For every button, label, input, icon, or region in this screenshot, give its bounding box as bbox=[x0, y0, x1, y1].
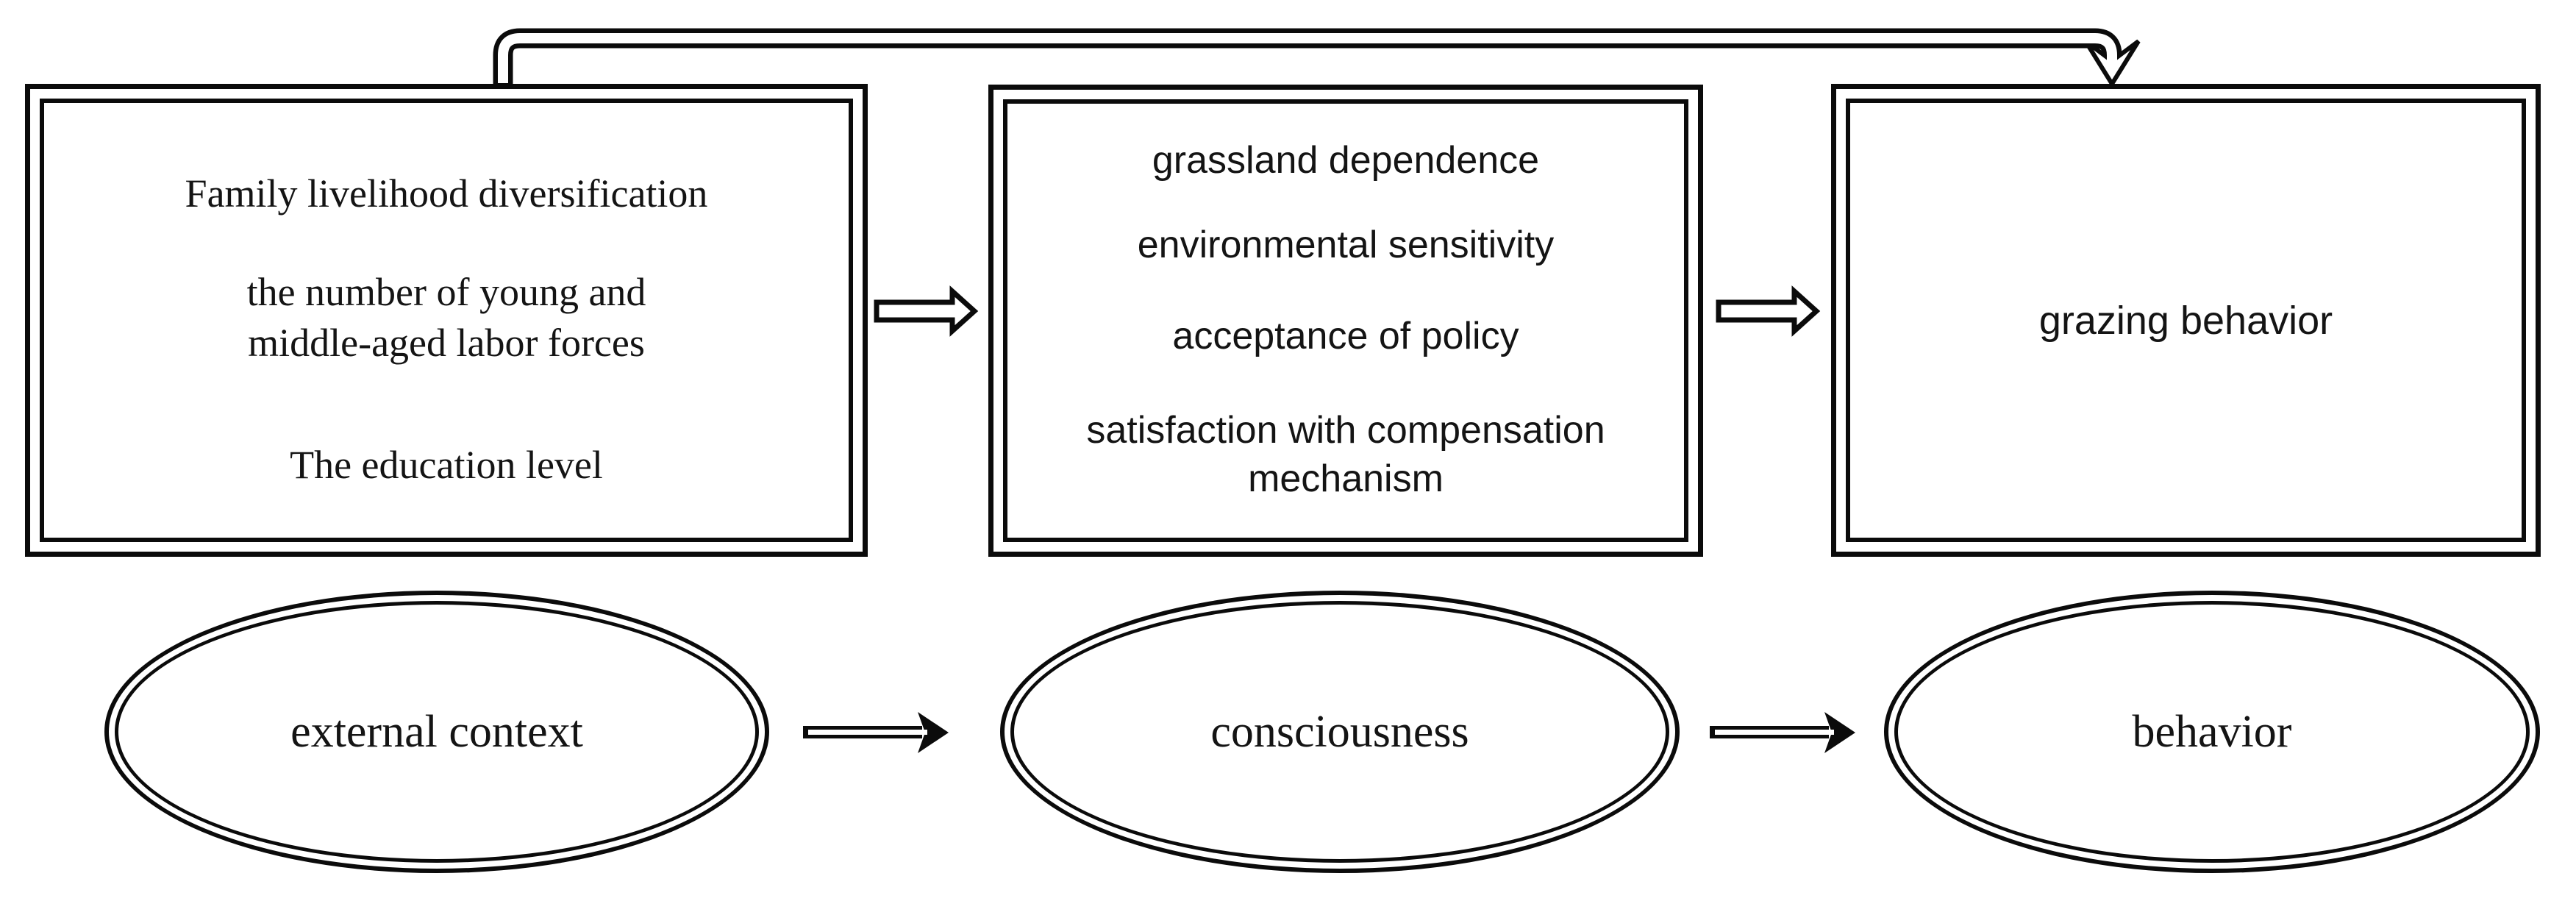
consciousness-ellipse: consciousness bbox=[1000, 591, 1680, 873]
box-text-education-level: The education level bbox=[290, 443, 603, 487]
behavior-ellipse: behavior bbox=[1884, 591, 2540, 873]
box-text-acceptance-of-policy: acceptance of policy bbox=[1172, 315, 1519, 357]
ellipse-label-behavior: behavior bbox=[2132, 706, 2292, 757]
box-text-labor-forces-line1: the number of young and bbox=[246, 270, 646, 314]
external-context-factors-box-inner-border bbox=[40, 99, 853, 542]
consciousness-factors-box: grassland dependence environmental sensi… bbox=[988, 85, 1703, 557]
external-context-ellipse-inner-border: external context bbox=[115, 601, 759, 863]
feedback-bent-arrow-icon bbox=[493, 28, 2141, 89]
box-text-family-livelihood-diversification: Family livelihood diversification bbox=[185, 171, 708, 216]
box-text-grazing-behavior: grazing behavior bbox=[2038, 298, 2333, 343]
box-text-satisfaction-line1: satisfaction with compensation bbox=[1086, 409, 1605, 452]
grazing-behavior-box: grazing behavior bbox=[1831, 84, 2541, 557]
consciousness-ellipse-inner-border: consciousness bbox=[1010, 601, 1669, 863]
box-text-grassland-dependence: grassland dependence bbox=[1152, 139, 1540, 182]
ellipse-label-consciousness: consciousness bbox=[1210, 706, 1469, 757]
box-text-satisfaction-compensation: satisfaction with compensation mechanism bbox=[993, 406, 1698, 503]
ellipse-label-external-context: external context bbox=[290, 706, 583, 757]
external-context-to-consciousness-arrow-icon bbox=[803, 712, 949, 753]
box-text-satisfaction-line2: mechanism bbox=[1248, 457, 1444, 500]
box-text-labor-forces-line2: middle-aged labor forces bbox=[248, 321, 645, 365]
context-to-consciousness-arrow-icon bbox=[874, 285, 979, 337]
consciousness-to-behavior-ellipse-arrow-icon bbox=[1710, 712, 1855, 753]
external-context-ellipse: external context bbox=[104, 591, 769, 873]
consciousness-to-behavior-arrow-icon bbox=[1716, 285, 1821, 337]
behavior-ellipse-inner-border: behavior bbox=[1894, 601, 2530, 863]
grazing-behavior-box-inner-border: grazing behavior bbox=[1846, 99, 2526, 542]
box-text-labor-forces: the number of young and middle-aged labor… bbox=[30, 267, 863, 368]
consciousness-factors-box-inner-border bbox=[1003, 99, 1688, 542]
box-text-environmental-sensitivity: environmental sensitivity bbox=[1137, 224, 1555, 266]
external-context-factors-box: Family livelihood diversification the nu… bbox=[25, 84, 868, 557]
